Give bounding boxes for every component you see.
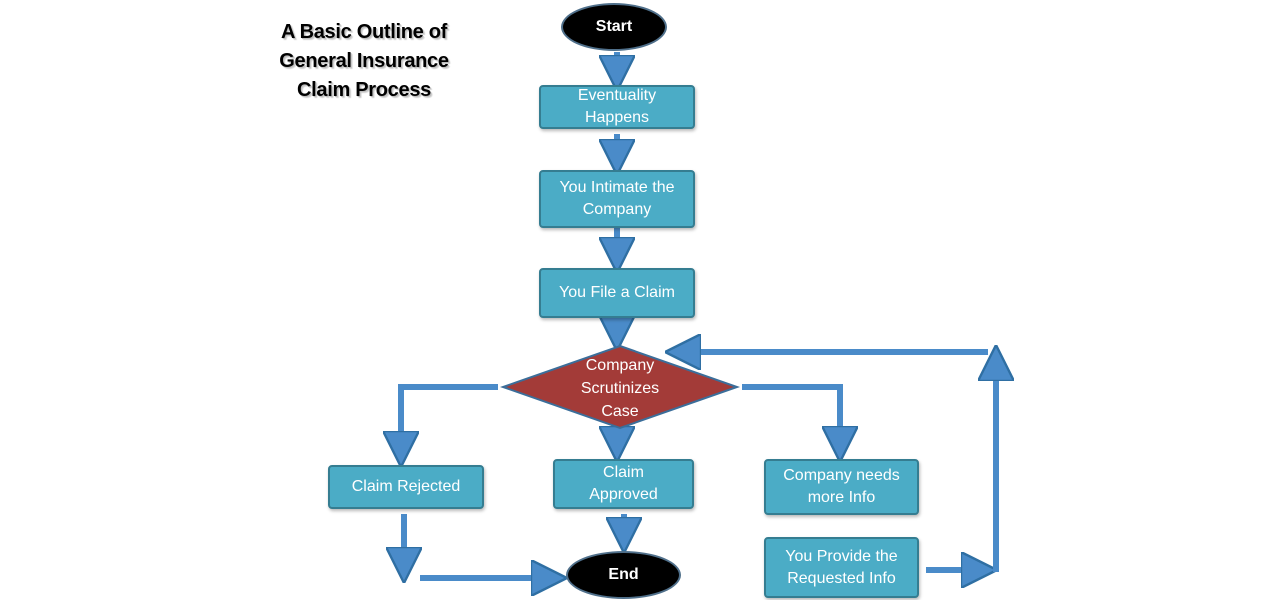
- rejected-node: Claim Rejected: [328, 465, 484, 509]
- end-label: End: [608, 566, 639, 583]
- rejected-label: Claim Rejected: [351, 478, 461, 495]
- title-line-3: Claim Process: [297, 79, 431, 101]
- decision-diamond: [499, 344, 741, 430]
- intimate-line-1: You Intimate the: [559, 179, 675, 196]
- provide-info-line-1: You Provide the: [785, 547, 898, 565]
- needs-info-node: Company needs more Info: [764, 459, 919, 515]
- needs-info-line-1: Company needs: [783, 467, 900, 484]
- start-node: Start: [561, 3, 667, 51]
- needs-info-line-2: more Info: [807, 489, 876, 506]
- approved-node: Claim Approved: [553, 459, 694, 509]
- diagram-title: A Basic Outline of General Insurance Cla…: [250, 18, 478, 105]
- arrow-scrutinizes-to-needs-info: [742, 384, 840, 447]
- file-claim-label: You File a Claim: [559, 284, 675, 301]
- scrutinizes-line-1: Company: [585, 357, 655, 374]
- file-claim-node: You File a Claim: [539, 268, 695, 318]
- eventuality-node: Eventuality Happens: [539, 85, 695, 129]
- end-node: End: [566, 551, 681, 599]
- arrow-scrutinizes-to-rejected: [401, 384, 498, 452]
- start-label: Start: [595, 18, 633, 35]
- approved-line-2: Approved: [589, 486, 658, 503]
- approved-line-1: Claim: [603, 464, 644, 481]
- provide-info-line-2: Requested Info: [787, 569, 896, 587]
- scrutinizes-label: Company Scrutinizes Case: [540, 354, 700, 423]
- scrutinizes-line-2: Scrutinizes: [580, 380, 660, 397]
- provide-info-node: You Provide the Requested Info: [764, 537, 919, 598]
- title-line-1: A Basic Outline of: [280, 21, 448, 43]
- eventuality-line-2: Happens: [584, 109, 650, 126]
- scrutinizes-line-3: Case: [601, 403, 639, 420]
- eventuality-line-1: Eventuality: [577, 87, 657, 104]
- intimate-node: You Intimate the Company: [539, 170, 695, 228]
- title-line-2: General Insurance: [279, 50, 449, 72]
- intimate-line-2: Company: [582, 201, 652, 218]
